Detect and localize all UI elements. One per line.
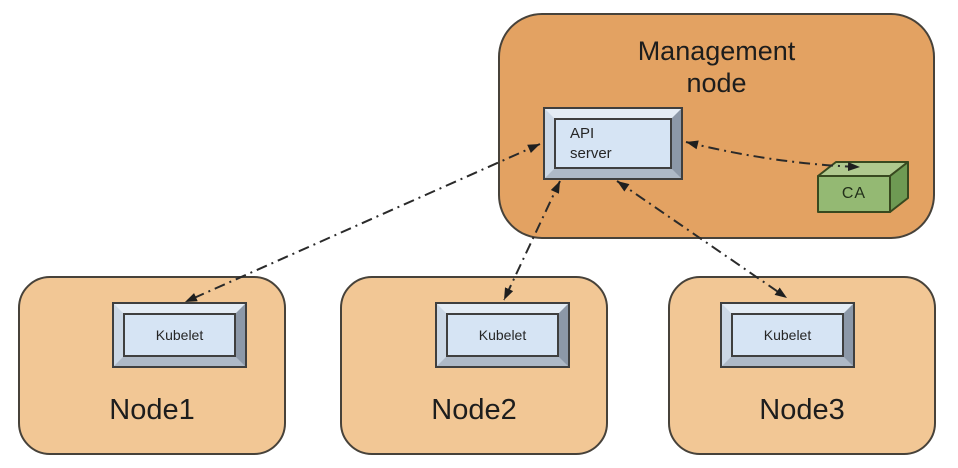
management-node-title: Management node [637,36,796,99]
kubelet-box-node2: Kubelet [435,302,570,368]
kubelet-2-label: Kubelet [446,313,559,357]
kubelet-1-bevel [114,304,245,366]
kubelet-2-bevel [437,304,568,366]
ca-front-face [817,175,891,213]
kubelet-1-label: Kubelet [123,313,236,357]
ca-label: CA [841,185,867,202]
api-server-bevel [545,109,681,178]
kubelet-3-label: Kubelet [731,313,844,357]
ca-box-3d [817,161,909,213]
api-server-label: API server [554,118,672,169]
worker-node-2-label: Node2 [431,394,517,426]
api-server-box: API server [543,107,683,180]
worker-node-3-label: Node3 [759,394,845,426]
worker-node-1-label: Node1 [109,394,195,426]
kubelet-box-node3: Kubelet [720,302,855,368]
kubelet-box-node1: Kubelet [112,302,247,368]
kubelet-3-bevel [722,304,853,366]
